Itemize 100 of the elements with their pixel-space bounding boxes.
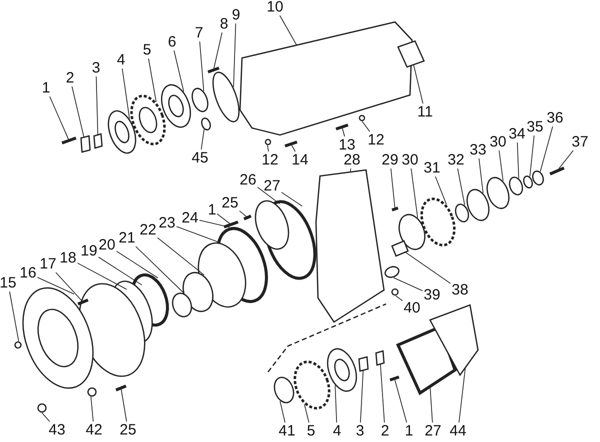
leader-line (394, 380, 408, 423)
pin (207, 66, 220, 74)
gear (420, 198, 456, 246)
callout-number: 10 (266, 0, 284, 14)
lock-plate (80, 135, 91, 153)
leader-line (42, 412, 50, 422)
leader-line (362, 120, 370, 132)
cover (429, 304, 479, 376)
ring (201, 118, 211, 130)
leader-line (558, 150, 574, 170)
callout-number: 42 (86, 422, 102, 438)
splined-shaft (397, 40, 425, 68)
callout-number: 29 (382, 152, 398, 168)
bolt (224, 220, 238, 228)
leader-line (200, 129, 204, 150)
leader-line (280, 400, 286, 423)
callout-number: 20 (98, 238, 116, 252)
callout-number: 3 (356, 424, 364, 438)
leader-line (213, 32, 222, 69)
washer (264, 138, 272, 146)
leader-line (216, 213, 230, 224)
bolt (115, 384, 127, 392)
callout-number: 12 (262, 152, 278, 168)
gearbox-housing (239, 21, 413, 136)
sleeve (192, 88, 208, 112)
washer (37, 403, 47, 413)
leader-line (291, 144, 296, 152)
gear (130, 94, 166, 146)
leader-line (120, 388, 127, 422)
callout-number: 26 (240, 172, 256, 188)
callout-number: 44 (450, 424, 466, 438)
callout-number: 36 (546, 110, 564, 126)
lock-plate (375, 350, 385, 366)
flange (198, 242, 246, 308)
callout-number: 43 (48, 422, 66, 438)
ring (274, 376, 294, 404)
bearing (398, 214, 426, 250)
leader-line (393, 277, 423, 292)
leader-line (49, 96, 69, 140)
callout-number: 23 (158, 216, 176, 230)
leader-line (9, 291, 20, 342)
callout-number: 5 (306, 424, 316, 438)
leader-line (174, 50, 184, 92)
leader-line (257, 186, 280, 204)
leader-line (77, 262, 128, 290)
callout-number: 14 (292, 152, 308, 168)
leader-line (176, 226, 221, 244)
callout-number: 19 (80, 244, 98, 258)
callout-number: 15 (0, 276, 16, 290)
shaft (391, 240, 409, 257)
callout-number: 25 (222, 196, 238, 210)
bearing (182, 272, 214, 312)
callout-number: 3 (92, 60, 100, 76)
callout-number: 22 (140, 222, 156, 238)
leader-line (516, 142, 520, 179)
callout-number: 5 (142, 42, 152, 58)
leader-line (199, 41, 204, 92)
leader-line (90, 396, 94, 422)
callout-number: 27 (424, 424, 442, 438)
washer (391, 288, 399, 296)
leader-line (457, 168, 466, 206)
bolt (390, 376, 400, 382)
callout-number: 7 (194, 26, 204, 40)
leader-line (304, 404, 310, 423)
ring (87, 387, 97, 397)
callout-number: 24 (182, 210, 198, 226)
bearing (108, 110, 136, 154)
washer (532, 170, 544, 186)
leader-line (404, 252, 451, 284)
bolt (77, 298, 89, 306)
bevel-gear (254, 200, 290, 250)
callout-number: 45 (192, 150, 208, 166)
callout-number: 35 (526, 120, 544, 134)
bolt (549, 166, 565, 176)
leader-line (279, 15, 298, 46)
leader-line (342, 128, 346, 137)
callout-number: 1 (208, 202, 216, 218)
leader-line (390, 168, 396, 208)
leader-line (478, 158, 484, 194)
leader-line (72, 86, 84, 138)
callout-number: 34 (508, 126, 526, 142)
leader-line (239, 210, 247, 217)
ring (454, 204, 470, 222)
callout-number: 4 (116, 52, 126, 68)
ring (523, 176, 533, 188)
bolt (284, 140, 298, 148)
leader-line (430, 386, 433, 423)
washer (358, 114, 366, 122)
leader-line (37, 276, 74, 294)
leader-line (96, 76, 98, 136)
flange (212, 72, 240, 122)
leader-line (540, 126, 554, 172)
ring-gear (22, 287, 94, 389)
callout-number: 18 (60, 250, 76, 266)
bearing (486, 176, 510, 210)
callout-number: 6 (168, 34, 176, 50)
lock-plate (93, 133, 103, 149)
washer (243, 214, 252, 220)
leader-line (395, 295, 403, 302)
leader-line (458, 367, 466, 423)
